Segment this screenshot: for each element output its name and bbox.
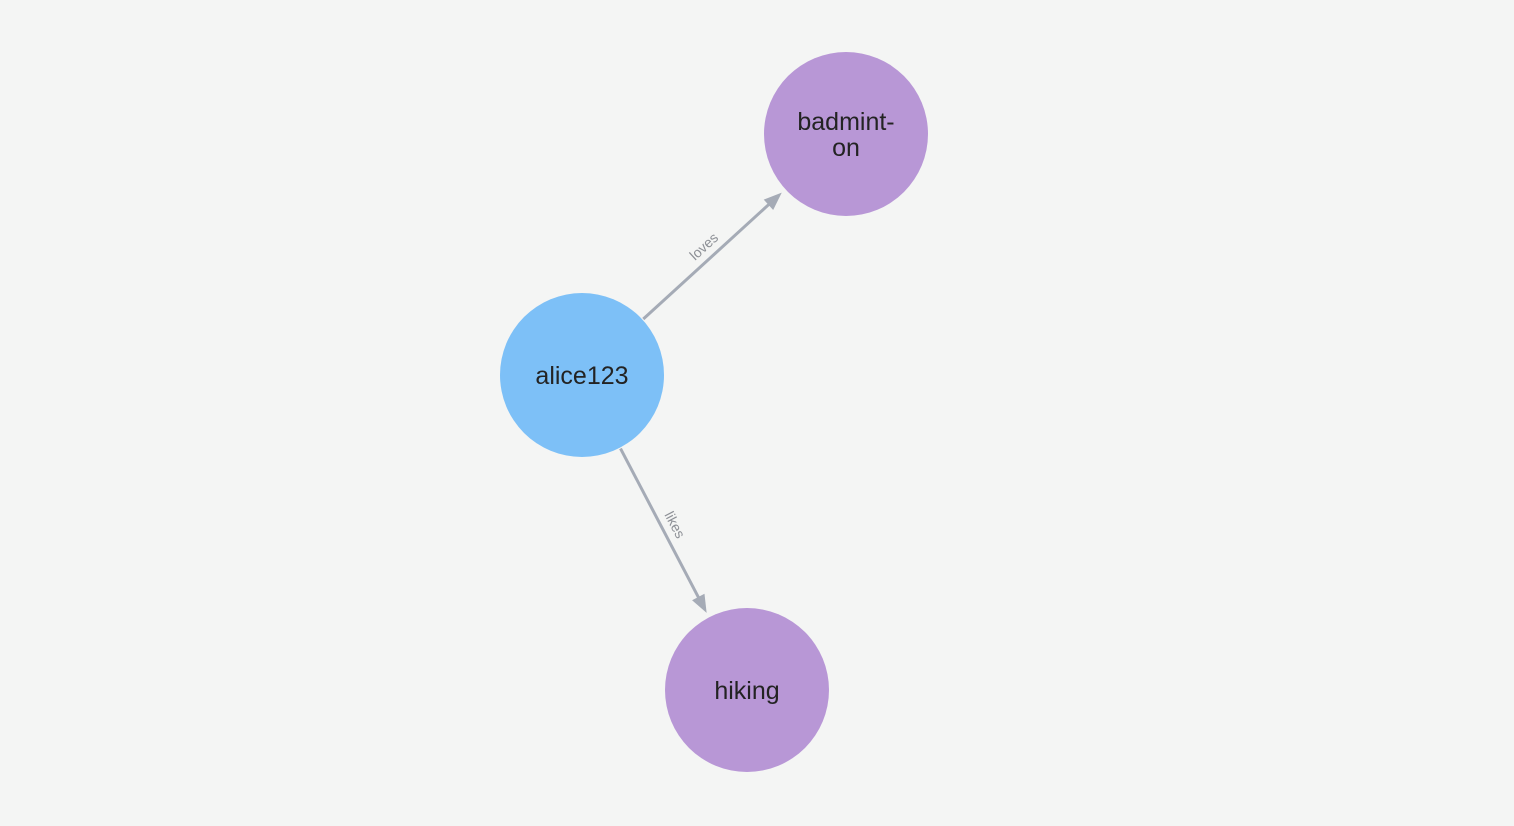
node-circle[interactable] bbox=[500, 293, 664, 457]
graph-node-badminton[interactable]: badmint-on bbox=[764, 52, 928, 216]
edge-line bbox=[642, 202, 771, 321]
graph-node-alice123[interactable]: alice123 bbox=[500, 293, 664, 457]
nodes-layer: alice123 badmint-on hiking bbox=[500, 52, 928, 772]
graph-edge-alice123-badminton[interactable]: loves bbox=[642, 192, 782, 321]
node-circle[interactable] bbox=[665, 608, 829, 772]
edge-label: loves bbox=[686, 229, 721, 263]
arrowhead-icon bbox=[692, 593, 707, 613]
arrowhead-icon bbox=[763, 192, 782, 210]
edge-line bbox=[619, 447, 701, 600]
graph-edge-alice123-hiking[interactable]: likes bbox=[619, 447, 707, 613]
node-circle[interactable] bbox=[764, 52, 928, 216]
graph-node-hiking[interactable]: hiking bbox=[665, 608, 829, 772]
